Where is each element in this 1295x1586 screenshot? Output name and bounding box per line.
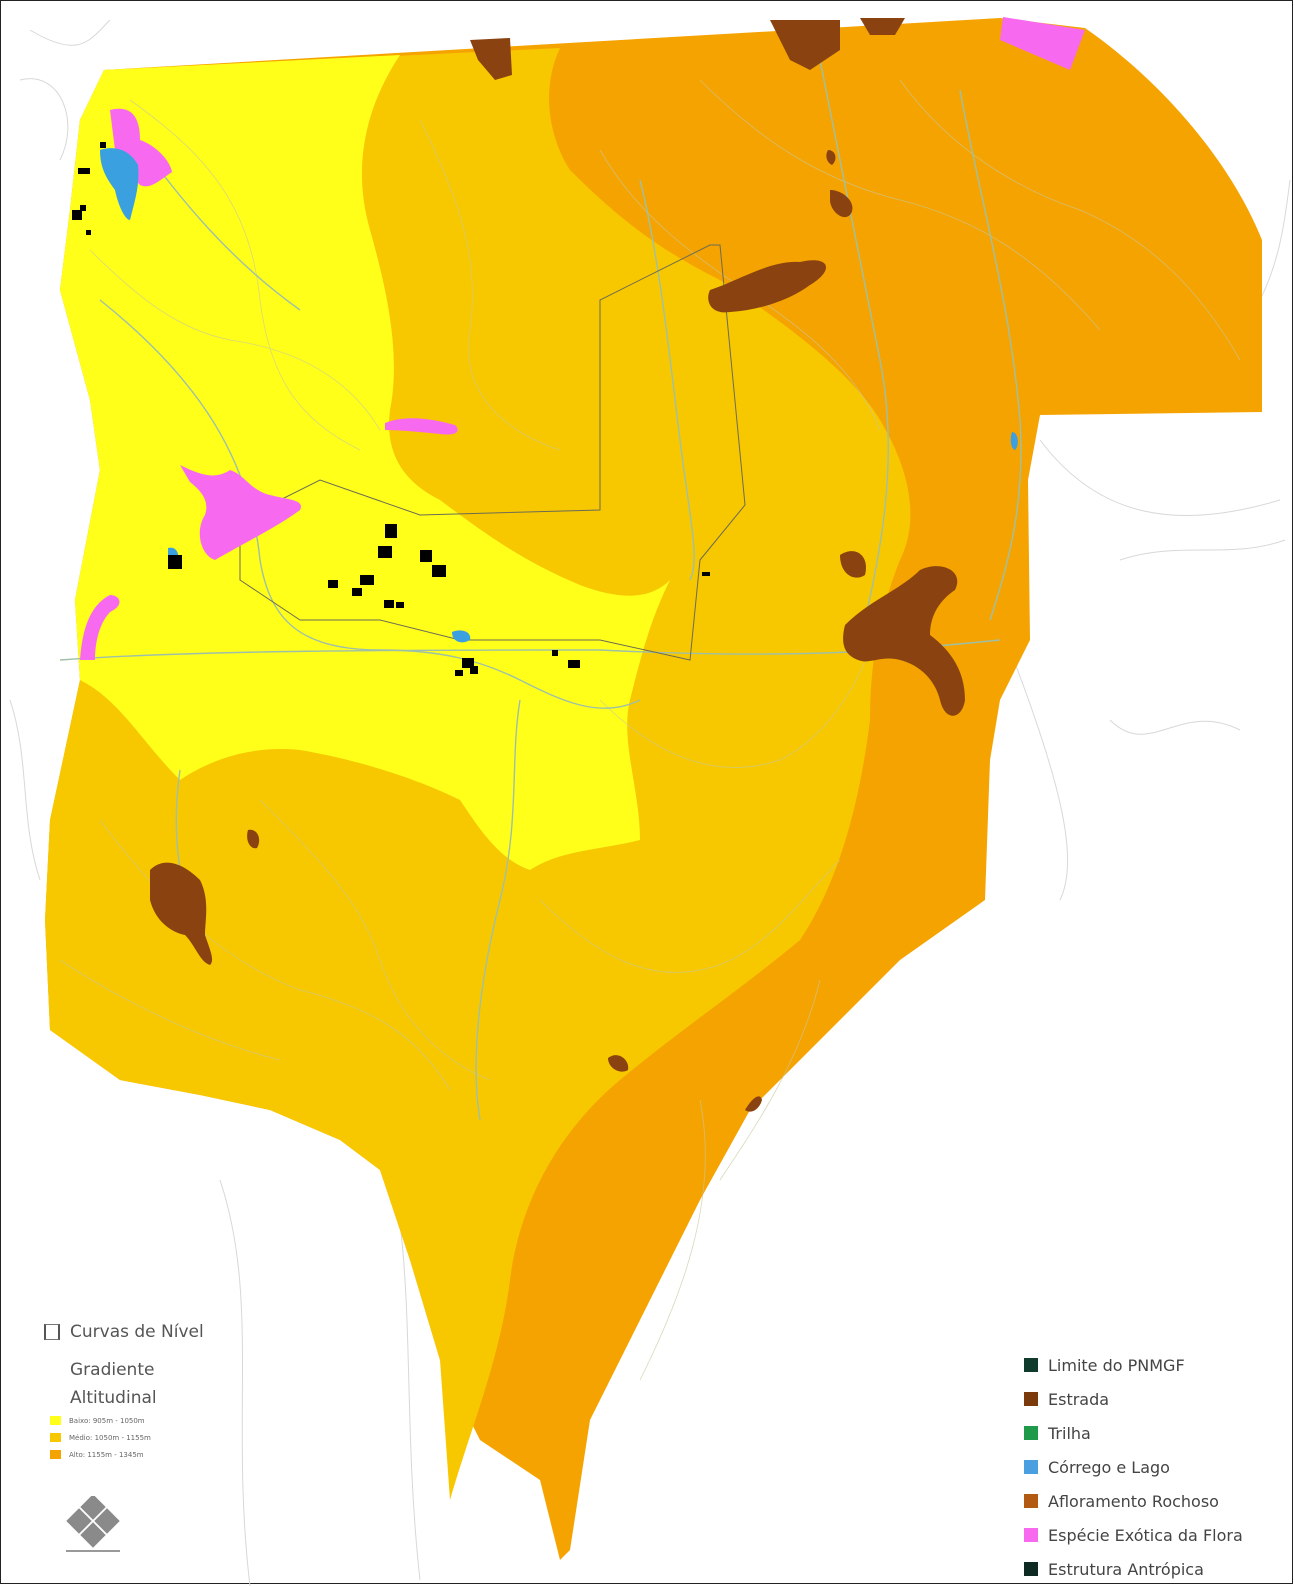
legend-item-label: Espécie Exótica da Flora [1048,1525,1243,1545]
legend-swatch-icon [1024,1460,1038,1474]
legend-item: Afloramento Rochoso [1024,1484,1284,1518]
legend-item: Limite do PNMGF [1024,1348,1284,1382]
anthropic-structures [72,142,710,676]
legend-swatch-icon [1024,1392,1038,1406]
legend-item: Espécie Exótica da Flora [1024,1518,1284,1552]
gradient-item: Baixo: 905m - 1050m [50,1412,284,1429]
legend-item: Córrego e Lago [1024,1450,1284,1484]
gradient-swatch-icon [50,1416,61,1425]
gradient-item-label: Alto: 1155m - 1345m [69,1450,144,1459]
legend-swatch-icon [1024,1494,1038,1508]
diamond-logo-icon [66,1496,120,1552]
legend-swatch-icon [1024,1528,1038,1542]
contour-swatch-icon [44,1324,60,1340]
legend-contour-row: Curvas de Nível [44,1322,284,1342]
park-boundary-line [239,244,746,661]
gradient-swatch-icon [50,1450,61,1459]
gradient-title: Gradiente Altitudinal [70,1360,157,1408]
legend-item-label: Estrada [1048,1389,1110,1409]
legend-item: Trilha [1024,1416,1284,1450]
gradient-item-label: Médio: 1050m - 1155m [69,1433,151,1442]
low-altitude-zone [60,55,670,870]
legend-item-label: Limite do PNMGF [1048,1355,1185,1375]
legend-contour-label: Curvas de Nível [70,1322,204,1342]
rock-outcrops [150,18,965,1112]
legend-altitude: Curvas de Nível Gradiente Altitudinal Ba… [44,1322,284,1463]
legend-swatch-icon [1024,1358,1038,1372]
legend-item: Estrutura Antrópica [1024,1552,1284,1586]
legend-item-label: Estrutura Antrópica [1048,1559,1204,1579]
legend-item-label: Trilha [1048,1423,1091,1443]
gradient-item: Médio: 1050m - 1155m [50,1429,284,1446]
legend-item-label: Afloramento Rochoso [1048,1491,1219,1511]
gradient-swatch-icon [50,1433,61,1442]
gradient-item: Alto: 1155m - 1345m [50,1446,284,1463]
legend-swatch-icon [1024,1426,1038,1440]
legend-item: Estrada [1024,1382,1284,1416]
gradient-item-label: Baixo: 905m - 1050m [69,1416,145,1425]
legend-item-label: Córrego e Lago [1048,1457,1170,1477]
legend-swatch-icon [1024,1562,1038,1576]
